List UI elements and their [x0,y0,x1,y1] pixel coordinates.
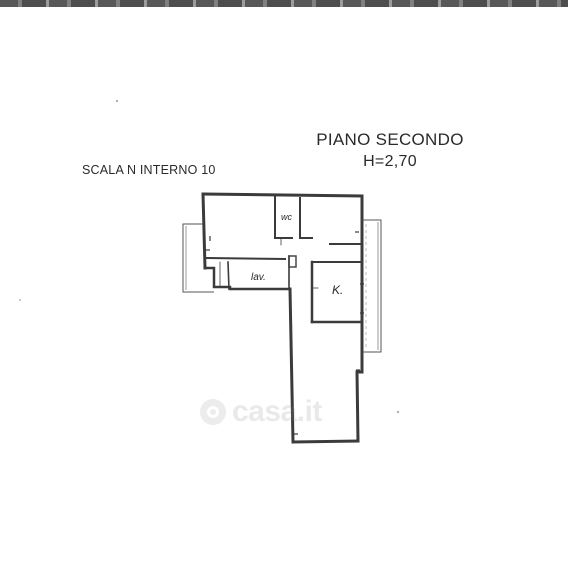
scan-border-artifact [0,0,568,7]
corridor-left-wall [288,287,295,444]
speck-1 [116,100,118,102]
speck-3 [19,299,21,301]
corridor-niche [288,255,297,268]
ceiling-height: H=2,70 [363,153,417,170]
outer-wall-right [355,194,364,374]
outer-wall-bottom [291,439,360,444]
outer-wall-top [201,192,364,198]
speck-2 [397,411,399,413]
wall-ticks [206,231,364,435]
floor-name: PIANO SECONDO [316,130,464,149]
scan-specks [19,100,399,413]
room-label-wc: wc [281,212,292,222]
wall-wc-right [299,197,313,239]
plan-title: PIANO SECONDO H=2,70 [300,130,480,172]
room-label-lav: lav. [251,272,266,283]
balconies [182,219,382,353]
outer-wall-left [201,192,207,270]
living-right-wall [355,370,360,443]
outer-wall-step-left [203,266,232,289]
room-label-kitchen: K. [332,283,343,297]
balcony-right [362,219,382,353]
balcony-left [182,223,214,293]
wall-bedroom-bottom [205,256,287,261]
stair-label: SCALA N INTERNO 10 [82,163,216,177]
plan-walls [201,192,364,444]
wall-lav-left [227,261,230,290]
